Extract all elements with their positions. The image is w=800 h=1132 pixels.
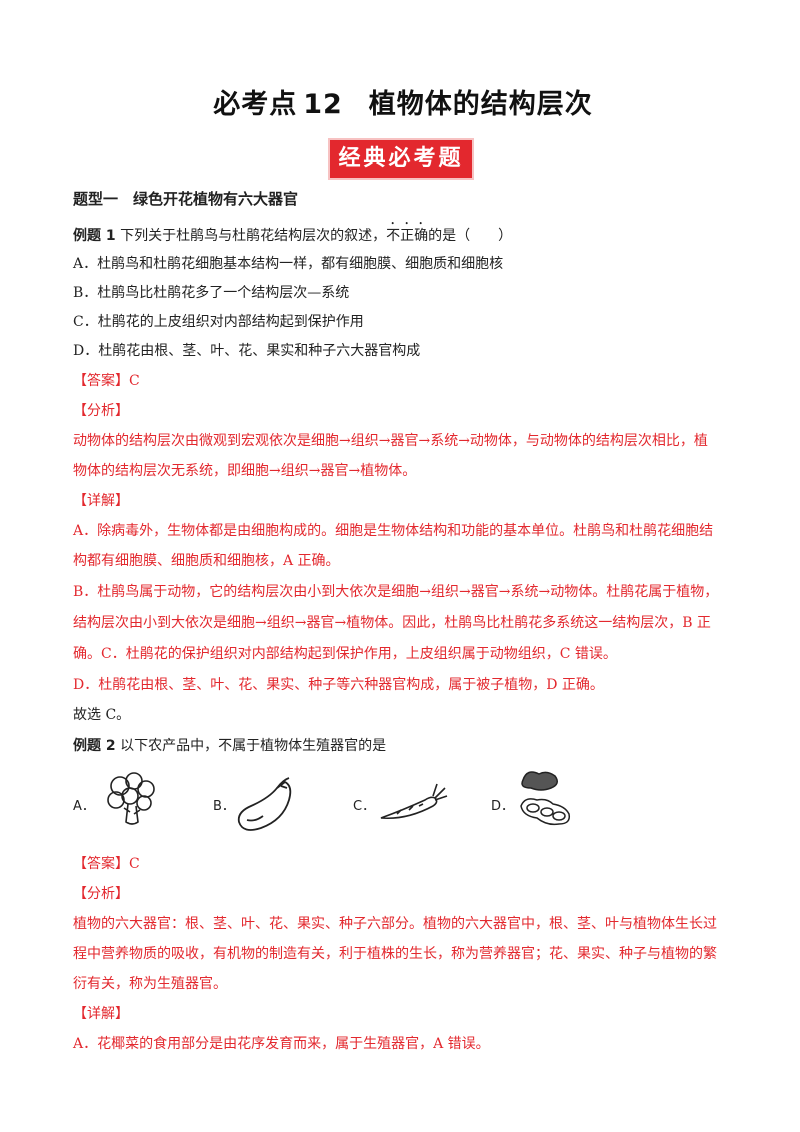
analysis-2-line: 程中营养物质的吸收，有机物的制造有关，利于植株的生长，称为营养器官；花、果实、种…	[73, 946, 717, 962]
question-1-stem: 例题 1 下列关于杜鹃鸟与杜鹃花结构层次的叙述，不正确的是（ ）	[73, 228, 513, 244]
answer-2: 【答案】C	[73, 856, 140, 872]
option-d: D．杜鹃花由根、茎、叶、花、果实和种子六大器官构成	[73, 343, 421, 359]
detail-1-line: 结构层次由小到大依次是细胞→组织→器官→植物体。因此，杜鹃鸟比杜鹃花多系统这一结…	[73, 615, 711, 631]
title-topic: 植物体的结构层次	[368, 89, 593, 120]
conclusion-1: 故选 C。	[73, 707, 131, 723]
title-prefix: 必考点	[213, 89, 298, 120]
question-2-label: 例题 2	[73, 738, 116, 754]
analysis-2-line: 衍有关，称为生殖器官。	[73, 976, 227, 992]
detail-1-tag: 【详解】	[73, 493, 129, 509]
section-banner: 经典必考题	[330, 140, 472, 178]
title-number: 12	[303, 89, 343, 120]
detail-1-line: 确。C．杜鹃花的保护组织对内部结构起到保护作用，上皮组织属于动物组织，C 错误。	[73, 646, 617, 662]
detail-1-line: B．杜鹃鸟属于动物，它的结构层次由小到大依次是细胞→组织→器官→系统→动物体。杜…	[73, 584, 719, 600]
analysis-2-tag: 【分析】	[73, 886, 129, 902]
carrot-icon	[380, 783, 448, 820]
broccoli-icon	[107, 772, 155, 825]
option-d-label: D．	[491, 799, 515, 814]
detail-1-line: 构都有细胞膜、细胞质和细胞核，A 正确。	[73, 553, 340, 569]
answer-value: C	[129, 856, 140, 872]
question-2-stem: 例题 2 以下农产品中，不属于植物体生殖器官的是	[73, 738, 387, 754]
answer-1: 【答案】C	[73, 373, 140, 389]
emphasis-text: 不正确	[386, 228, 429, 244]
option-c-label: C．	[353, 799, 376, 814]
detail-2-line: A．花椰菜的食用部分是由花序发育而来，属于生殖器官，A 错误。	[73, 1036, 490, 1052]
detail-1-line: A．除病毒外，生物体都是由细胞构成的。细胞是生物体结构和功能的基本单位。杜鹃鸟和…	[73, 523, 714, 539]
section-heading: 题型一 绿色开花植物有六大器官	[73, 190, 299, 208]
answer-value: C	[129, 373, 140, 389]
peanut-icon	[520, 771, 571, 826]
detail-2-tag: 【详解】	[73, 1006, 129, 1022]
option-a: A．杜鹃鸟和杜鹃花细胞基本结构一样，都有细胞膜、细胞质和细胞核	[73, 256, 504, 272]
analysis-1-line: 动物体的结构层次由微观到宏观依次是细胞→组织→器官→系统→动物体，与动物体的结构…	[73, 433, 708, 449]
analysis-2-line: 植物的六大器官：根、茎、叶、花、果实、种子六部分。植物的六大器官中，根、茎、叶与…	[73, 916, 717, 932]
option-b: B．杜鹃鸟比杜鹃花多了一个结构层次—系统	[73, 285, 350, 301]
analysis-1-tag: 【分析】	[73, 403, 129, 419]
question-1-label: 例题 1	[73, 228, 116, 244]
option-c: C．杜鹃花的上皮组织对内部结构起到保护作用	[73, 314, 364, 330]
eggplant-icon	[237, 777, 292, 831]
detail-1-line: D．杜鹃花由根、茎、叶、花、果实、种子等六种器官构成，属于被子植物，D 正确。	[73, 677, 604, 693]
option-b-label: B．	[213, 799, 235, 814]
analysis-1-line: 物体的结构层次无系统，即细胞→组织→器官→植物体。	[73, 463, 417, 479]
option-a-label: A．	[73, 799, 95, 814]
